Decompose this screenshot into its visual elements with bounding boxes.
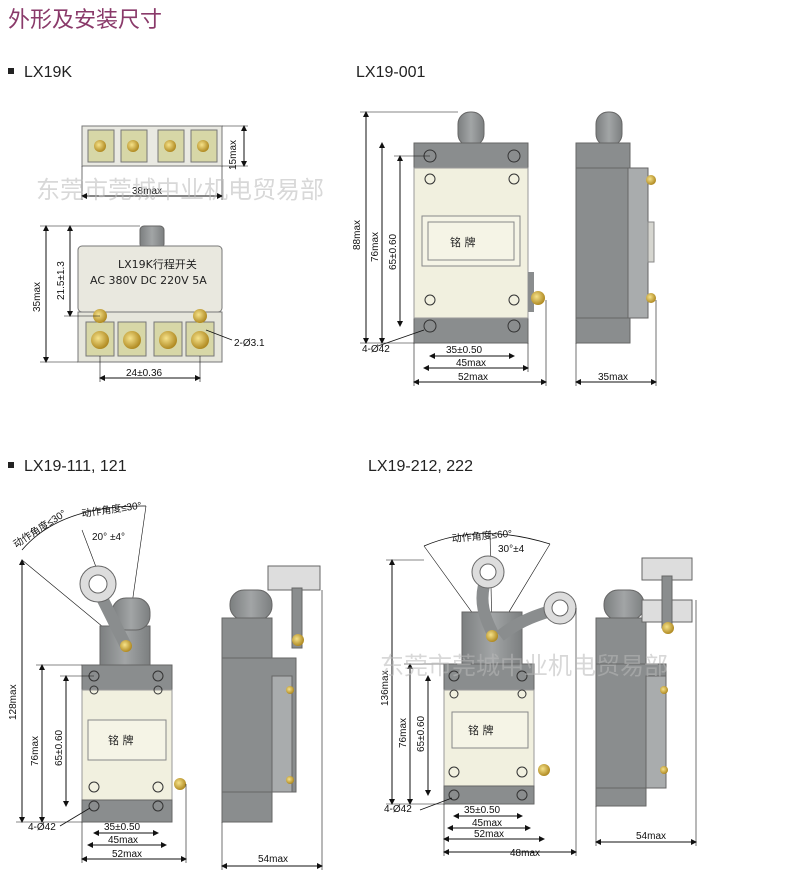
- dim-21-5: 21.5±1.3: [56, 261, 67, 300]
- dim-45max-212: 45max: [472, 818, 502, 829]
- lx19k-front-view: [40, 225, 233, 382]
- dim-76max-212: 76max: [398, 718, 409, 748]
- dim-side-54max-212: 54max: [636, 831, 666, 842]
- angle-sub-1: 20°: [92, 532, 107, 543]
- angle-label-2: 动作角度≤30°: [81, 499, 143, 520]
- dim-24: 24±0.36: [126, 368, 163, 379]
- angle-sub-2: ±4°: [110, 532, 125, 543]
- dim-88max: 88max: [352, 220, 363, 250]
- dim-35-111: 35±0.50: [104, 822, 141, 833]
- dim-side-54max-111: 54max: [258, 854, 288, 865]
- dim-76max-111: 76max: [30, 736, 41, 766]
- lx19-001-side-view: [575, 111, 657, 386]
- lx19-212-side-view: [595, 557, 697, 846]
- dim-136max: 136max: [380, 670, 391, 706]
- dim-52max: 52max: [458, 372, 488, 383]
- dim-76max: 76max: [370, 232, 381, 262]
- dim-15max: 15max: [228, 140, 239, 170]
- lx19-001-front-view: [360, 111, 547, 386]
- lx19k-label-line2: AC 380V DC 220V 5A: [90, 274, 207, 287]
- angle-label-212: 动作角度≤60°: [451, 527, 513, 545]
- section-lx19-001: LX19-001: [356, 64, 425, 82]
- bullet-icon: [8, 461, 14, 468]
- section-label: LX19-001: [356, 64, 426, 81]
- dim-52max-212: 52max: [474, 829, 504, 840]
- dim-38max: 38max: [132, 186, 162, 197]
- dim-hole-lx19k: 2-Ø3.1: [234, 338, 265, 349]
- watermark-bottom: 东莞市莞城中业机电贸易部: [380, 652, 668, 680]
- dim-hole-212: 4-Ø42: [384, 804, 412, 815]
- dim-52max-111: 52max: [112, 849, 142, 860]
- nameplate-lx19-212: 铭 牌: [468, 723, 494, 737]
- bullet-icon: [8, 67, 14, 74]
- section-label: LX19-212, 222: [368, 458, 473, 475]
- section-lx19k: LX19K: [8, 64, 72, 82]
- dim-35-212: 35±0.50: [464, 805, 501, 816]
- dim-65-111: 65±0.60: [54, 729, 65, 766]
- section-lx19-111: LX19-111, 121: [8, 458, 127, 476]
- lx19-111-side-view: [221, 565, 323, 870]
- lx19k-top-view: [81, 125, 248, 200]
- dim-hole-001: 4-Ø42: [362, 344, 390, 355]
- watermark-top: 东莞市莞城中业机电贸易部: [36, 176, 324, 204]
- dim-65: 65±0.60: [388, 233, 399, 270]
- dim-48max-212: 48max: [510, 848, 540, 859]
- dim-hole-111: 4-Ø42: [28, 822, 56, 833]
- section-label: LX19-111, 121: [24, 458, 127, 475]
- dim-35: 35±0.50: [446, 345, 483, 356]
- dim-35max: 35max: [32, 282, 43, 312]
- dim-45max-111: 45max: [108, 835, 138, 846]
- lx19-212-front-view: [386, 529, 577, 856]
- section-lx19-212: LX19-212, 222: [368, 458, 473, 476]
- nameplate-lx19-111: 铭 牌: [108, 733, 134, 747]
- nameplate-lx19-001: 铭 牌: [450, 235, 476, 249]
- angle-label-1: 动作角度≤30°: [11, 507, 69, 551]
- dim-128max: 128max: [8, 684, 19, 720]
- lx19k-label-line1: LX19K行程开关: [118, 257, 197, 271]
- dim-65-212: 65±0.60: [416, 715, 427, 752]
- dim-side-35max: 35max: [598, 372, 628, 383]
- page-title: 外形及安装尺寸: [8, 8, 163, 33]
- section-label: LX19K: [24, 64, 73, 81]
- lx19-111-front-view: [16, 505, 187, 863]
- angle-sub-212: 30°±4: [498, 544, 525, 555]
- dim-45max: 45max: [456, 358, 486, 369]
